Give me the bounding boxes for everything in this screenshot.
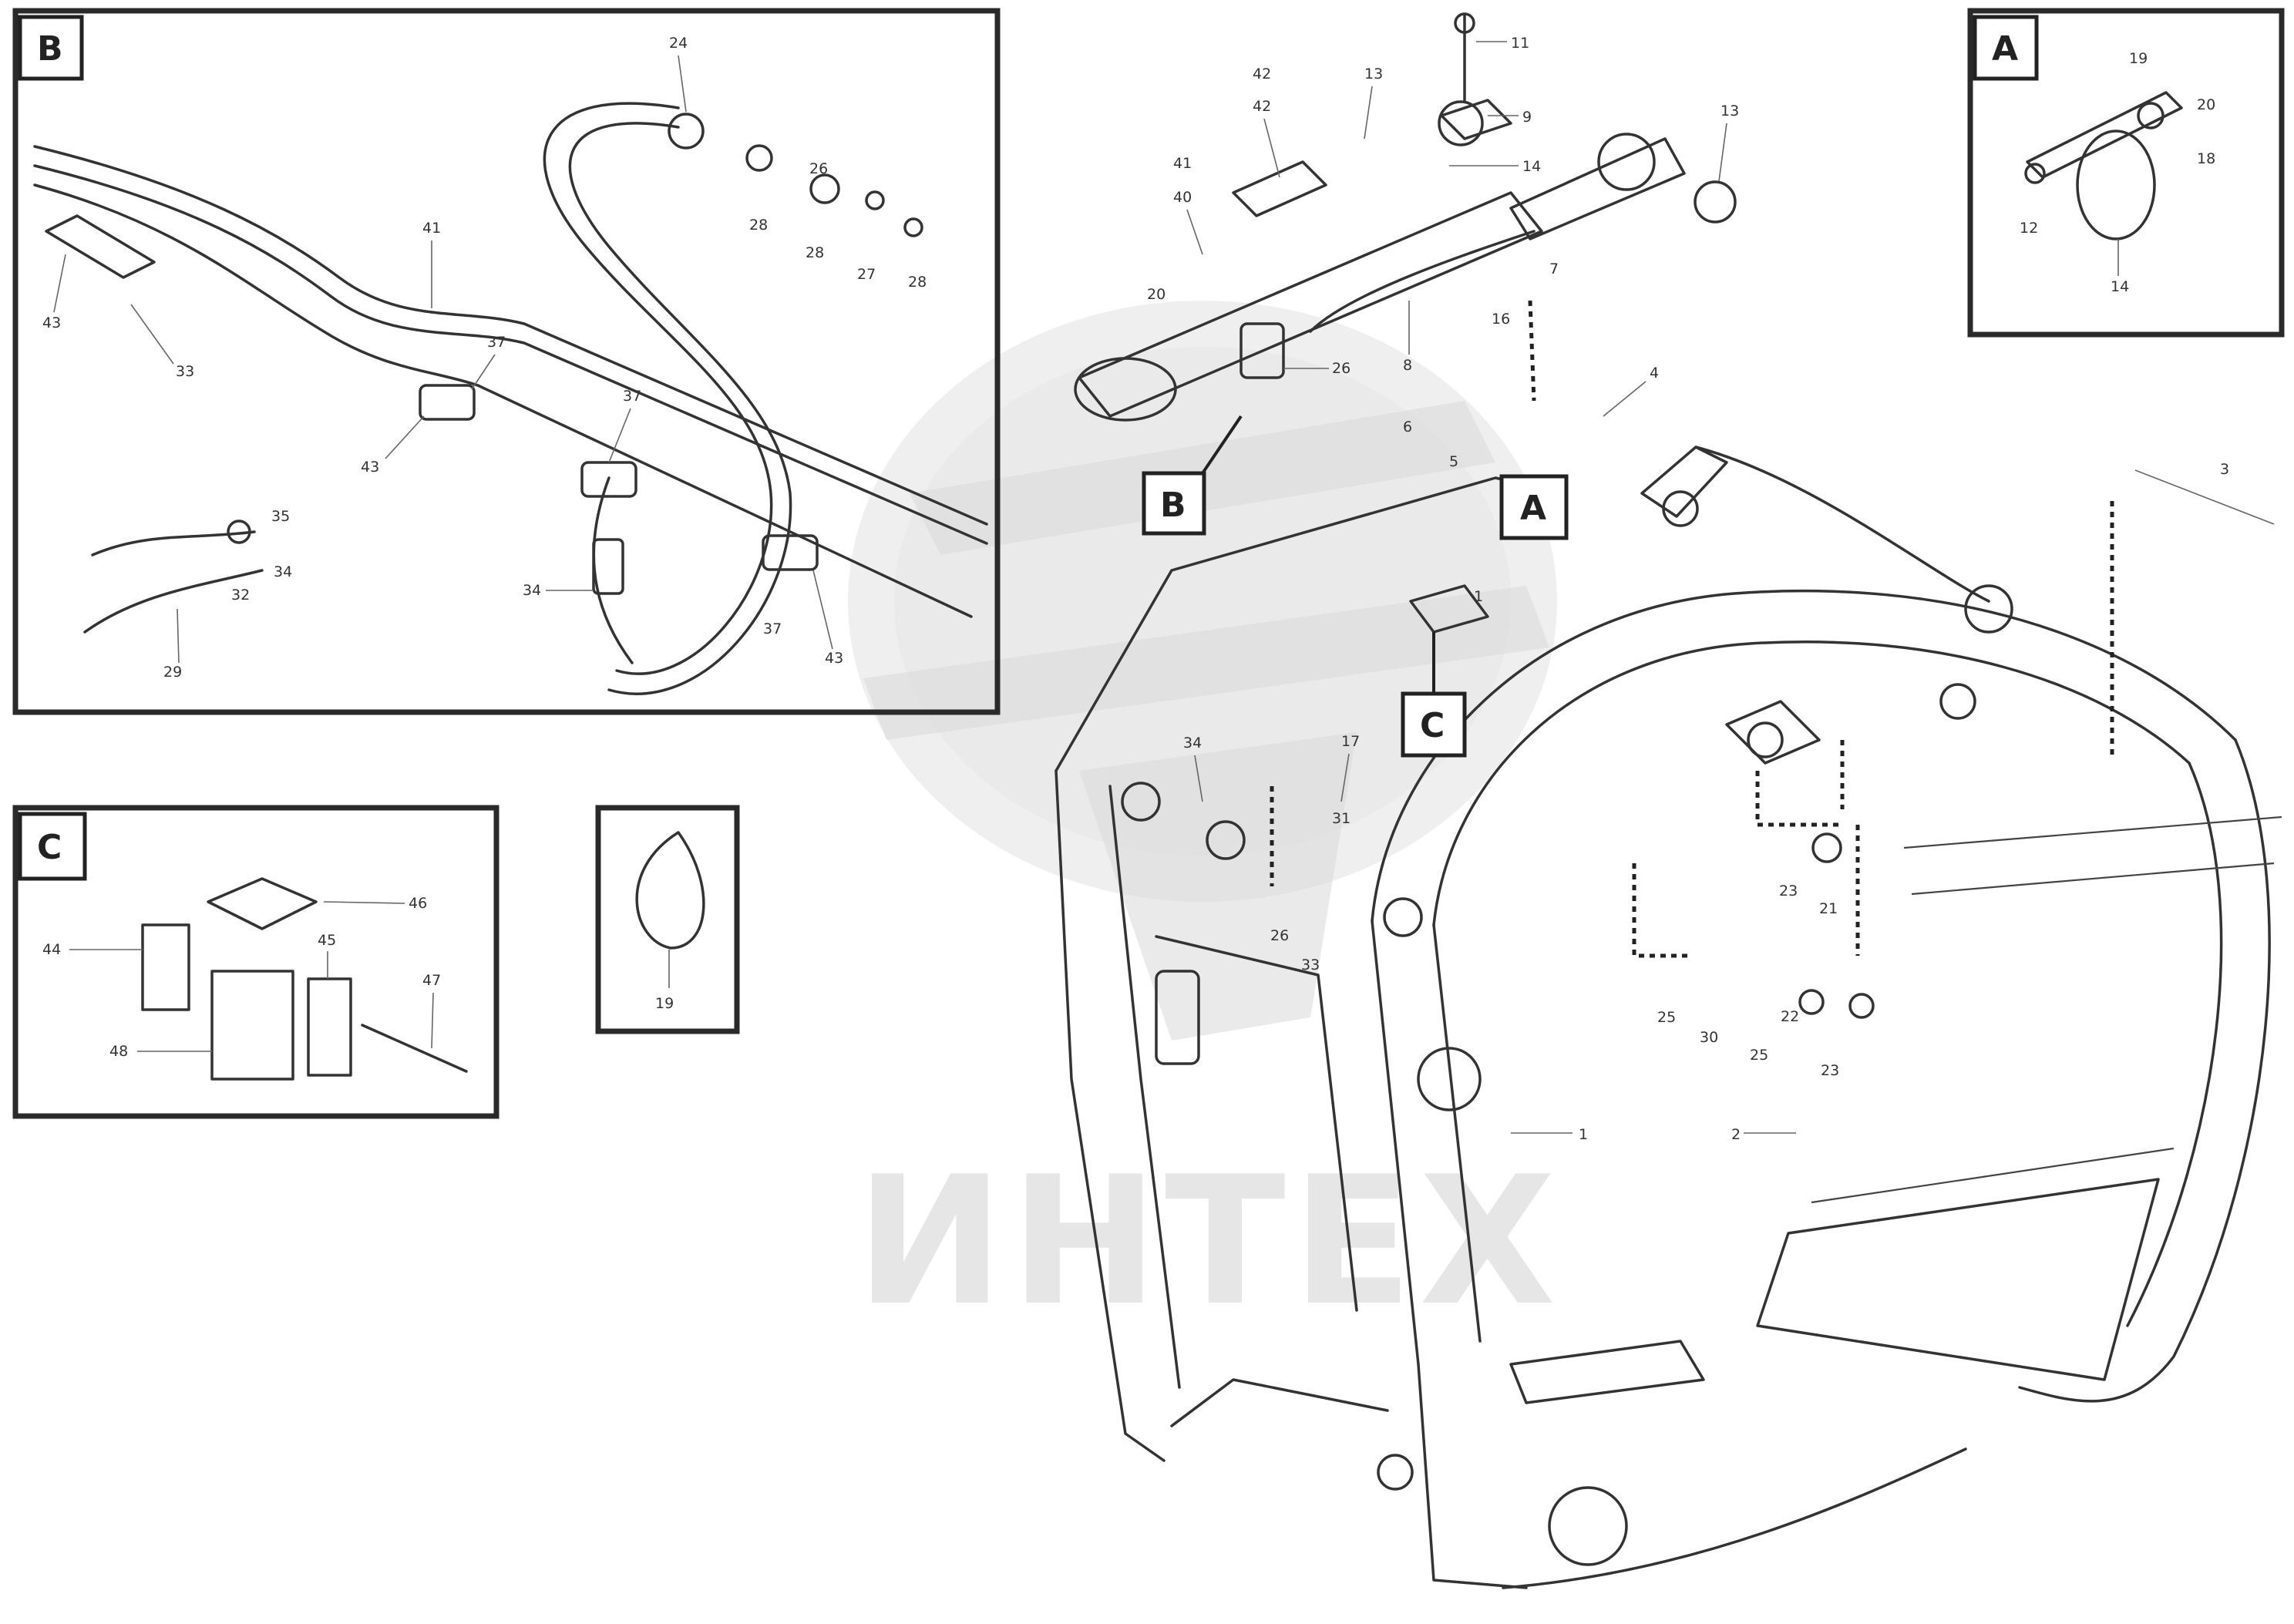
callout-m-r6: 25 — [1750, 1047, 1768, 1064]
callout-m-tine: 2 — [1731, 1126, 1741, 1143]
callout-a-bottom: 14 — [2111, 278, 2129, 295]
callout-b-fit3: 27 — [857, 266, 876, 283]
main-assembly: B A C 11 13 42 42 9 14 41 40 20 26 8 13 … — [1054, 12, 2282, 1589]
callout-b-hose-low: 34 — [523, 582, 541, 599]
callout-m-cyl-b: 26 — [1332, 360, 1350, 377]
callout-b-right1: 37 — [763, 620, 782, 637]
callout-m-top1: 13 — [1364, 66, 1383, 82]
callout-b-pipe: 41 — [422, 220, 441, 237]
callout-m-top3: 42 — [1253, 98, 1271, 115]
callout-a-left: 12 — [2020, 220, 2038, 237]
main-tag-c: C — [1420, 706, 1445, 745]
callout-m-pin: 7 — [1549, 261, 1559, 277]
callout-m-cyl-mid: 8 — [1403, 357, 1412, 374]
callout-m-r3: 22 — [1781, 1008, 1799, 1025]
detail-b-panel: B 24 28 28 27 28 26 41 43 3 — [12, 8, 1001, 715]
callout-loop: 19 — [655, 995, 674, 1012]
callout-c-right: 45 — [318, 932, 336, 949]
callout-b-left2: 33 — [176, 363, 194, 380]
callout-b-small4: 29 — [163, 664, 182, 681]
callout-m-top-bolt: 11 — [1511, 35, 1529, 52]
callout-m-c1: 34 — [1183, 735, 1202, 751]
detail-c-tag-box — [18, 812, 87, 881]
callout-b-fit5: 26 — [809, 160, 828, 177]
callout-a-top: 19 — [2129, 50, 2148, 67]
callout-b-small3: 32 — [231, 587, 250, 604]
callout-m-pin2: 16 — [1492, 311, 1510, 328]
callout-a-right2: 18 — [2197, 150, 2215, 167]
callout-m-c5: 33 — [1301, 957, 1320, 973]
detail-a-tag-box — [1973, 15, 2039, 81]
callout-m-r1: 23 — [1779, 883, 1798, 899]
callout-b-fit4: 28 — [908, 274, 927, 291]
detail-a-panel: A 19 20 18 12 14 — [1967, 8, 2285, 338]
main-tag-a: A — [1520, 489, 1546, 528]
callout-b-fit1: 28 — [749, 217, 768, 234]
callout-m-nut: 9 — [1522, 109, 1532, 126]
callout-b-mid2: 43 — [361, 459, 379, 476]
callout-b-mid3: 37 — [623, 388, 641, 405]
callout-b-fit2: 28 — [806, 244, 824, 261]
callout-m-link: 5 — [1449, 453, 1458, 470]
callout-m-r7: 23 — [1821, 1062, 1839, 1079]
detail-b-tag: B — [37, 29, 63, 69]
callout-b-mid1: 37 — [487, 334, 506, 351]
callout-c-block: 48 — [109, 1043, 128, 1060]
callout-c-bolt: 47 — [422, 972, 441, 989]
callout-m-cyl-l3: 20 — [1147, 286, 1166, 303]
main-tag-a-box — [1499, 474, 1569, 540]
callout-m-c3: 31 — [1332, 810, 1350, 827]
main-tag-b: B — [1160, 486, 1186, 525]
detail-a-tag: A — [1992, 29, 2018, 69]
callout-m-bolt-r: 4 — [1650, 365, 1659, 382]
callout-m-r4: 25 — [1657, 1009, 1676, 1026]
detail-c-tag: C — [37, 828, 62, 867]
callout-m-cyl-l2: 40 — [1173, 189, 1192, 206]
callout-m-pin3: 6 — [1403, 419, 1412, 435]
watermark-logo — [848, 301, 1557, 1041]
callout-b-small2: 34 — [274, 563, 292, 580]
callout-m-c4: 26 — [1270, 927, 1289, 944]
detail-c-panel: C 46 44 45 47 48 — [12, 805, 500, 1119]
callout-m-r5: 30 — [1700, 1029, 1718, 1046]
callout-m-top2: 42 — [1253, 66, 1271, 82]
detail-b-tag-box — [18, 15, 84, 81]
main-tag-b-box — [1142, 471, 1206, 536]
callout-m-a1: 1 — [1474, 588, 1483, 605]
callout-m-c2: 17 — [1341, 733, 1360, 750]
callout-b-hose-top: 24 — [669, 35, 688, 52]
callout-c-plate: 46 — [409, 895, 427, 912]
callout-b-right2: 43 — [825, 650, 843, 667]
callout-m-right-nut: 13 — [1720, 103, 1739, 119]
callout-b-small1: 35 — [271, 508, 290, 525]
callout-m-frame: 1 — [1579, 1126, 1588, 1143]
callout-a-right1: 20 — [2197, 96, 2215, 113]
loop-detail-panel: 19 — [595, 805, 740, 1034]
callout-m-top-right: 3 — [2220, 461, 2229, 478]
callout-b-left1: 43 — [42, 314, 61, 331]
callout-m-rod: 14 — [1522, 158, 1541, 175]
callout-m-cyl-l1: 41 — [1173, 155, 1192, 172]
watermark-text: ИНТЕХ — [856, 1139, 1562, 1345]
callout-c-left: 44 — [42, 941, 61, 958]
callout-m-r2: 21 — [1819, 900, 1838, 917]
